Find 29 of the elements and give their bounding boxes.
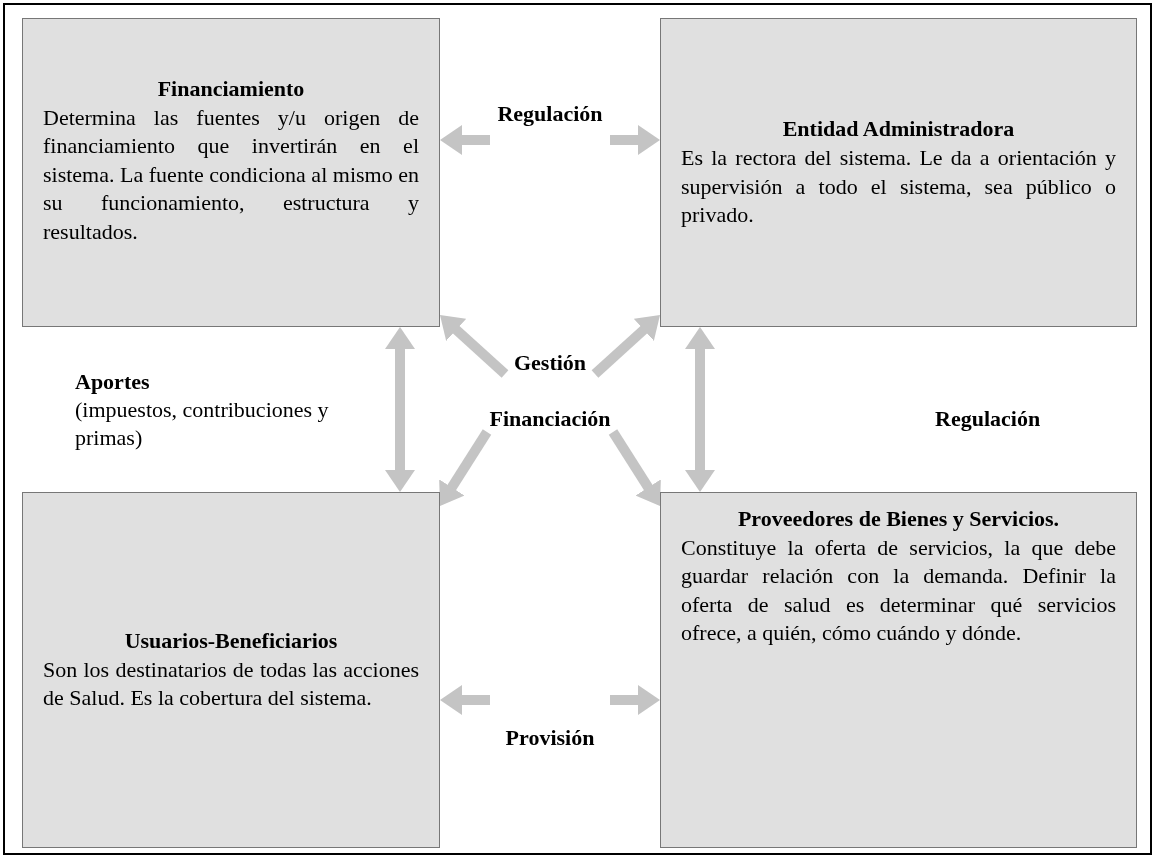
arrow <box>439 429 492 506</box>
box-description: Son los destinatarios de todas las acciones de Salud. Es la cobertura del sistema. <box>43 655 419 713</box>
info-box <box>660 18 1137 327</box>
side-label: Regulación <box>935 405 1042 433</box>
arrow <box>610 125 660 155</box>
box-heading: Entidad Administradora <box>781 115 1016 144</box>
double-arrow <box>385 327 415 492</box>
info-box <box>22 492 440 848</box>
arrow <box>440 125 490 155</box>
info-box <box>660 492 1137 848</box>
arrow <box>610 685 660 715</box>
flow-label: Financiación <box>487 406 613 434</box>
arrow <box>439 315 509 378</box>
box-description: Determina las fuentes y/u origen de financiamiento que invertirán en el sistema. La fuente condiciona al mismo en su funcionamiento, estructura y resultados. <box>43 103 419 246</box>
double-arrow <box>685 327 715 492</box>
box-heading: Usuarios-Beneficiarios <box>123 627 339 656</box>
side-label: Aportes <box>75 368 151 396</box>
arrow <box>591 315 661 378</box>
box-heading: Proveedores de Bienes y Servicios. <box>736 505 1061 533</box>
flow-label: Provisión <box>504 724 596 752</box>
arrow <box>608 429 661 506</box>
flow-label: Regulación <box>496 100 604 128</box>
flow-label: Gestión <box>505 350 595 378</box>
box-description: Constituye la oferta de servicios, la que debe guardar relación con la demanda. Definir la oferta de salud es determinar qué servicios ofrece, a quién, cómo cuándo y dónde. <box>681 533 1116 648</box>
arrow <box>440 685 490 715</box>
box-description: Es la rectora del sistema. Le da a orientación y supervisión a todo el sistema, sea público o privado. <box>681 143 1116 230</box>
side-note: (impuestos, contribuciones y primas) <box>75 396 330 451</box>
box-heading: Financiamiento <box>156 75 306 103</box>
info-box <box>22 18 440 327</box>
